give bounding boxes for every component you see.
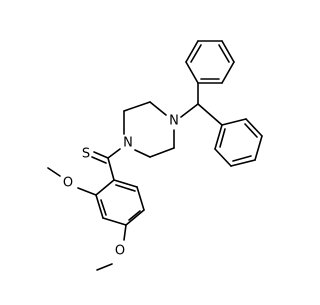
molecule-structure: S N N O O — [47, 40, 263, 271]
benzhydryl-carbon — [180, 82, 223, 126]
structure-canvas: S N N O O — [47, 40, 263, 271]
phenyl-ring-right — [214, 118, 263, 167]
methoxy-ortho — [47, 167, 97, 196]
atom-label-nitrogen-right: N — [169, 114, 179, 129]
methoxy-para — [96, 224, 127, 271]
atom-label-oxygen-para: O — [115, 244, 125, 259]
atom-label-nitrogen-left: N — [123, 136, 133, 151]
thioamide-group — [91, 148, 121, 181]
phenyl-ring-upper — [185, 40, 235, 84]
atom-label-sulfur: S — [82, 147, 90, 162]
dimethoxyphenyl-ring — [95, 179, 145, 226]
atom-label-oxygen-ortho: O — [63, 176, 73, 191]
piperazine-ring — [123, 101, 175, 158]
